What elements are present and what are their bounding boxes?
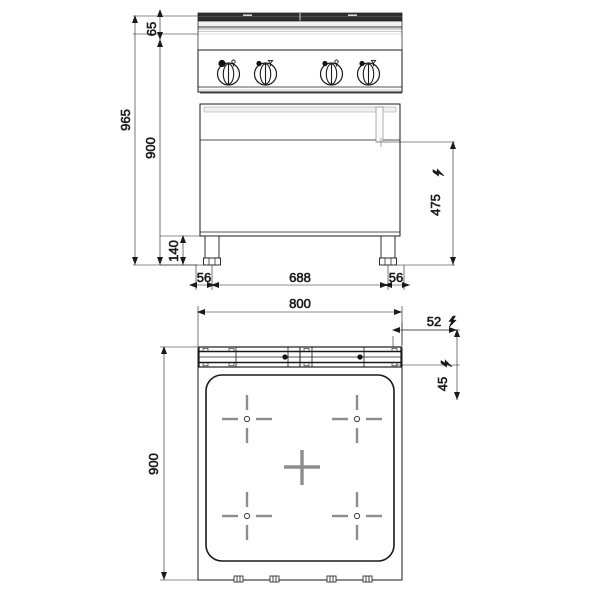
dim-475-label: 475 xyxy=(428,194,443,216)
dim-900-plan-group: 900 xyxy=(146,346,198,581)
panel-vent-dot-right xyxy=(357,354,363,360)
dim-65-label: 65 xyxy=(144,22,159,36)
knob-indicator-dot xyxy=(256,60,262,67)
knob-indicator-dot xyxy=(322,60,328,67)
dim-52-group: 52 xyxy=(392,314,460,347)
cabinet-top-shelf xyxy=(203,106,397,113)
center-cross-mark xyxy=(284,450,320,485)
control-knob-3[interactable] xyxy=(319,59,344,86)
dim-965-label: 965 xyxy=(118,109,133,131)
dim-row-feet: 56 688 56 xyxy=(189,265,410,290)
plan-rear-panel xyxy=(198,346,402,368)
dim-56-left-label: 56 xyxy=(197,270,211,285)
adjustable-foot-right xyxy=(379,257,397,266)
dim-900-plan-label: 900 xyxy=(146,453,161,475)
dim-900-group: 900 xyxy=(143,39,163,265)
hotplate-symbol-4 xyxy=(370,59,377,65)
plate-rear-left xyxy=(222,395,272,443)
plan-dimensions: 800 52 45 900 xyxy=(146,296,460,581)
dim-140-label: 140 xyxy=(166,240,181,262)
dim-56-right-label: 56 xyxy=(389,270,403,285)
dim-45-label: 45 xyxy=(435,377,450,391)
control-knob-4[interactable] xyxy=(356,59,381,86)
knob-indicator-dot xyxy=(359,60,365,67)
control-knob-1[interactable] xyxy=(216,59,241,86)
cabinet-body xyxy=(199,92,402,237)
dim-800-label: 800 xyxy=(289,296,311,311)
adjustable-foot-left xyxy=(203,257,221,266)
knob-indicator-dot xyxy=(218,59,226,68)
top-plan-view xyxy=(197,346,403,583)
plate-front-right xyxy=(332,492,382,540)
panel-vent-dot-left xyxy=(282,354,288,360)
dim-52-label: 52 xyxy=(427,314,441,329)
hob-markings xyxy=(222,395,382,540)
leg-right xyxy=(379,235,397,266)
plate-rear-right xyxy=(332,395,382,443)
dim-140-group: 140 xyxy=(166,235,186,265)
cabinet-inner-panel xyxy=(375,106,384,143)
dim-688-label: 688 xyxy=(289,270,311,285)
plate-front-left xyxy=(222,492,272,540)
dim-965-group: 965 xyxy=(118,15,138,265)
control-knob-group xyxy=(216,59,381,86)
front-dimensions: 65 965 900 140 475 xyxy=(118,9,456,290)
dim-900-label: 900 xyxy=(143,137,158,159)
cooktop-top-band xyxy=(197,12,403,22)
dim-475-group: 475 xyxy=(385,141,456,266)
dim-45-group: 45 xyxy=(396,329,460,400)
control-knob-2[interactable] xyxy=(253,59,278,86)
front-elevation-view xyxy=(197,12,403,266)
plan-feet xyxy=(233,575,373,583)
leg-left xyxy=(203,235,221,266)
hotplate-symbol-2 xyxy=(267,59,274,65)
dim-65-group: 65 xyxy=(144,9,163,40)
